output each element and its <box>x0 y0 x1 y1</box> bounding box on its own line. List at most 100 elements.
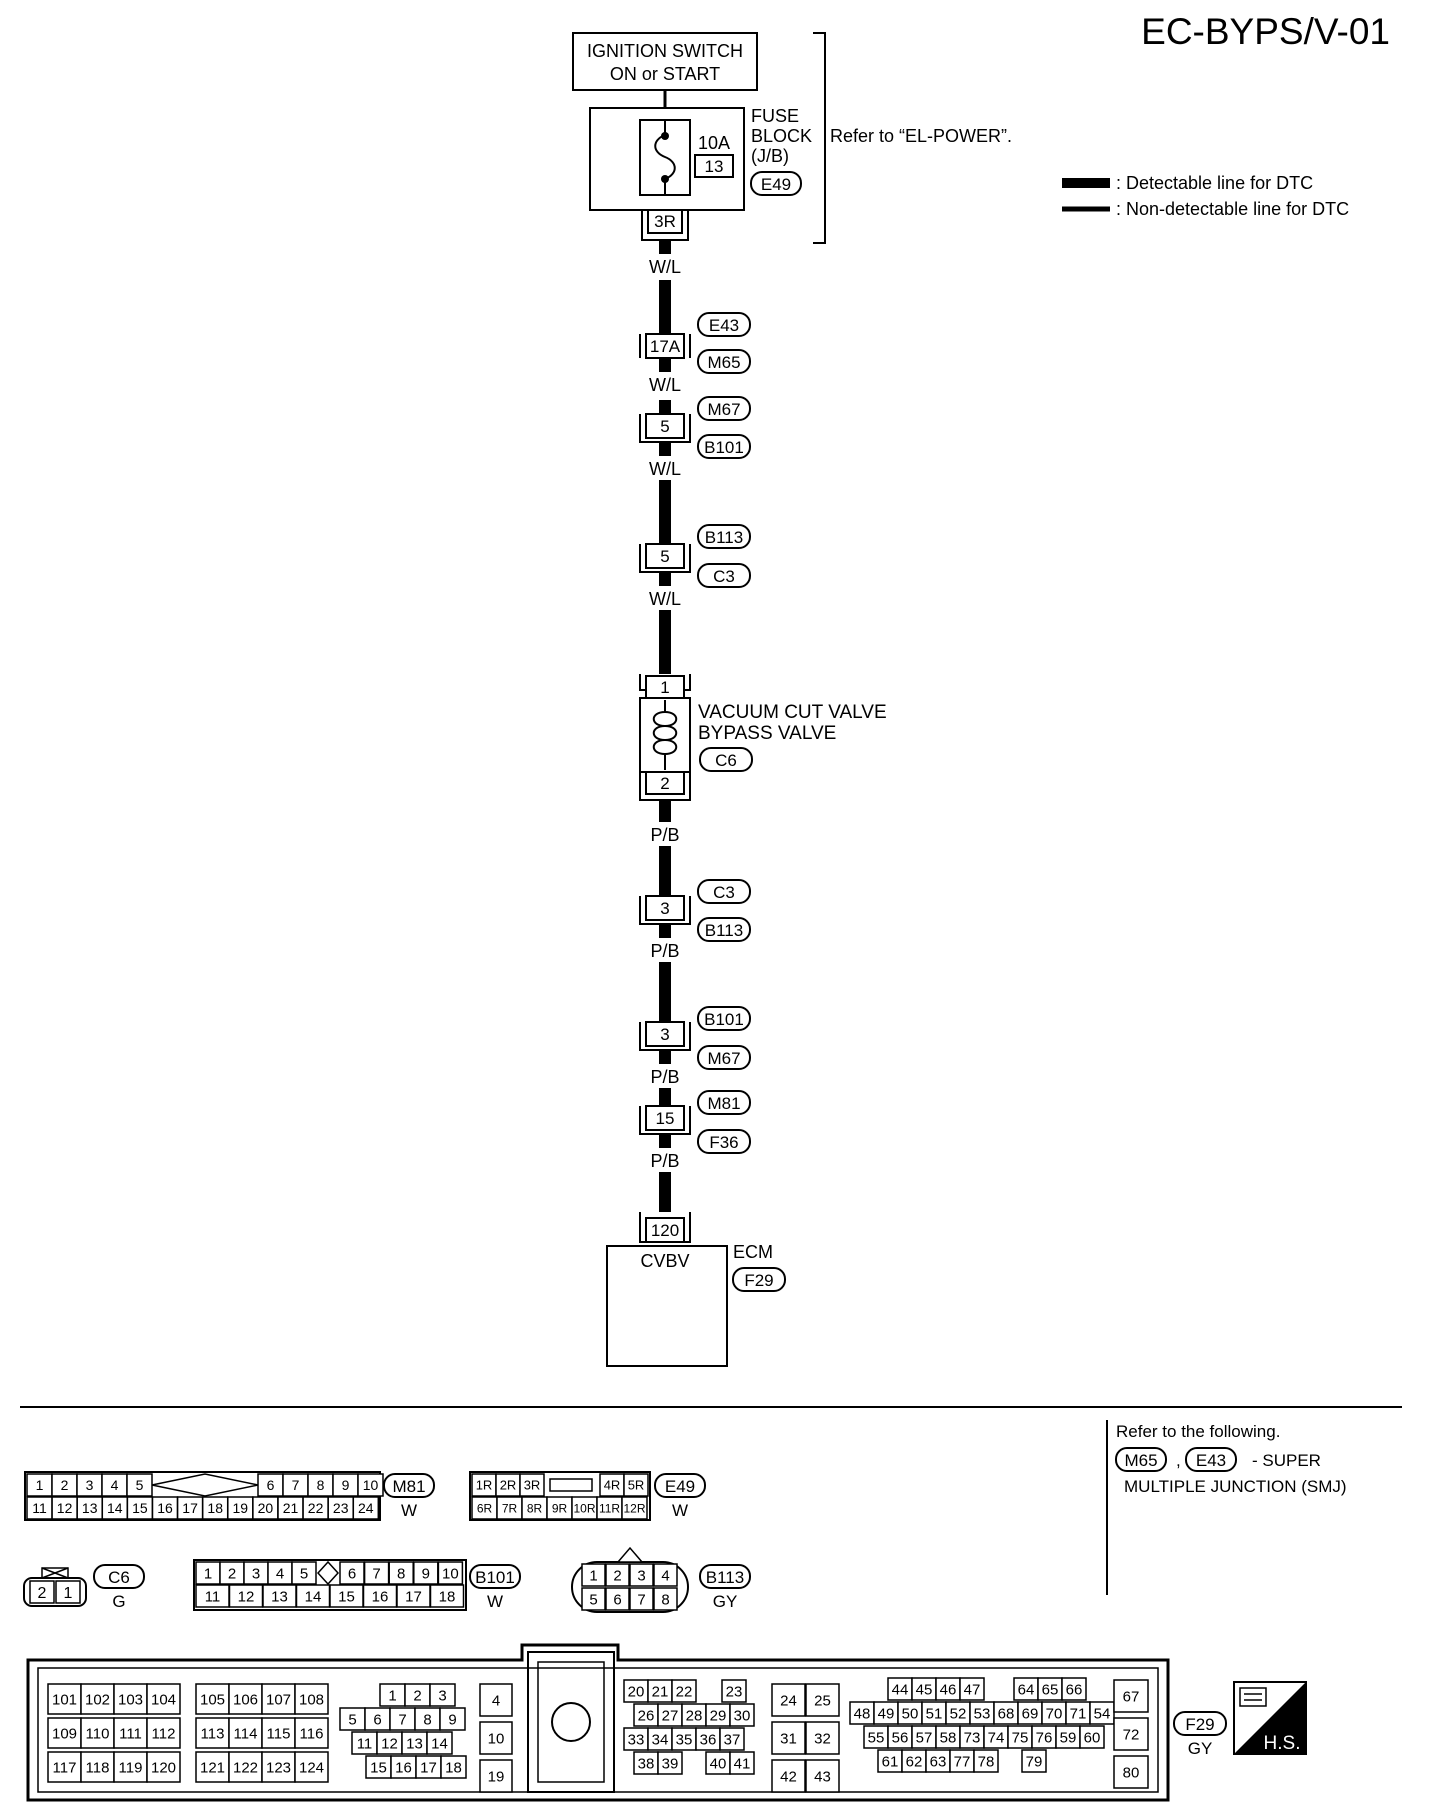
pin-number: 40 <box>710 1755 727 1772</box>
pin-number: 4 <box>661 1567 669 1584</box>
connector-id: E49 <box>665 1477 695 1496</box>
pin-number: 117 <box>53 1759 77 1776</box>
connector-pin <box>429 1683 456 1707</box>
pin-number: 7 <box>292 1477 300 1493</box>
pin-number: 64 <box>1018 1681 1035 1698</box>
pin-number: 72 <box>1123 1726 1140 1743</box>
connector-pin <box>657 1751 683 1775</box>
pin-number: 67 <box>1123 1688 1140 1705</box>
pin-number: 50 <box>902 1705 919 1722</box>
pin-number: 39 <box>662 1755 679 1772</box>
pin-number: 71 <box>1070 1705 1087 1722</box>
pin-number: 80 <box>1123 1764 1140 1781</box>
pin-number: 7R <box>502 1501 518 1515</box>
connector-id: F29 <box>1185 1715 1214 1734</box>
pin-number: 13 <box>271 1588 288 1605</box>
wire-label: P/B <box>650 825 679 845</box>
pin-number: 35 <box>676 1731 693 1748</box>
connector-pin <box>80 1751 115 1783</box>
wire-label: P/B <box>650 941 679 961</box>
refer-note-conn1: M65 <box>1124 1451 1157 1470</box>
connector-pin <box>55 1580 81 1604</box>
pin-number: 55 <box>868 1729 885 1746</box>
pin-number: 1 <box>204 1565 212 1582</box>
joint-connector-top: M81 <box>707 1094 740 1113</box>
pin-number: 108 <box>299 1691 324 1708</box>
pin-number: 34 <box>652 1731 669 1748</box>
connector-pin <box>721 1679 747 1703</box>
valve-pin-bottom: 2 <box>660 774 669 793</box>
connector-pin <box>959 1677 985 1701</box>
pin-number: 110 <box>86 1725 110 1742</box>
pin-number: 6R <box>477 1501 493 1515</box>
joint-connector-bottom: B113 <box>705 921 743 940</box>
pin-number: 19 <box>488 1768 505 1785</box>
pin-number: 11 <box>205 1588 221 1605</box>
pin-number: 48 <box>854 1705 871 1722</box>
hs-badge: H.S. <box>1233 1681 1307 1755</box>
pin-number: 1 <box>589 1567 597 1584</box>
valve-connector: C6 <box>715 751 737 770</box>
joint-connector-top: E43 <box>709 316 739 335</box>
pin-number: 65 <box>1042 1681 1059 1698</box>
joint-connector: 15 M81 F36 <box>639 1090 751 1154</box>
connector-pin <box>291 1561 317 1585</box>
pin-number: 22 <box>676 1683 693 1700</box>
connector-pin <box>605 1563 630 1587</box>
pin-number: 15 <box>132 1500 148 1516</box>
fuse-amp: 10A <box>698 133 730 153</box>
pin-number: 20 <box>258 1500 274 1516</box>
joint-connector-top: M67 <box>707 400 740 419</box>
joint-connector-top: C3 <box>713 883 735 902</box>
pin-number: 3R <box>524 1478 541 1493</box>
pin-number: 113 <box>201 1725 225 1742</box>
connector-id-badge <box>383 1473 435 1498</box>
pin-number: 28 <box>686 1707 703 1724</box>
key-icon <box>616 1546 644 1563</box>
pin-number: 61 <box>882 1753 899 1770</box>
pin-number: 1R <box>476 1478 493 1493</box>
fuse-block-bracket <box>813 32 826 244</box>
connector-pin <box>479 1683 513 1717</box>
pin-number: 5 <box>300 1565 308 1582</box>
connector-pin <box>729 1703 755 1727</box>
fuse-block-refer: Refer to “EL-POWER”. <box>830 126 1012 146</box>
pin-number: 49 <box>878 1705 895 1722</box>
pin-number: 9 <box>342 1477 350 1493</box>
pin-number: 9R <box>552 1501 568 1515</box>
pin-number: 13 <box>82 1500 98 1516</box>
pin-number: 21 <box>652 1683 669 1700</box>
pin-number: 36 <box>700 1731 717 1748</box>
pin-number: 5 <box>348 1711 356 1728</box>
wire-label: P/B <box>650 1151 679 1171</box>
pin-number: 111 <box>119 1725 142 1742</box>
refer-note-sep: , <box>1176 1451 1181 1470</box>
connector-pin <box>146 1717 181 1749</box>
pin-number: 10R <box>573 1501 595 1515</box>
pin-number: 51 <box>926 1705 943 1722</box>
pin-number: 120 <box>151 1759 176 1776</box>
pin-number: 21 <box>283 1500 299 1516</box>
pin-number: 58 <box>940 1729 957 1746</box>
pin-number: 17 <box>405 1588 422 1605</box>
pin-number: 13 <box>406 1735 423 1752</box>
pin-number: 12 <box>381 1735 398 1752</box>
connector-pin <box>621 1496 648 1520</box>
connector-pin <box>195 1683 230 1715</box>
connector-id-badge <box>654 1473 706 1498</box>
connector-pin <box>47 1683 82 1715</box>
connector-pin <box>479 1759 513 1793</box>
pin-number: 16 <box>372 1588 389 1605</box>
pin-number: 15 <box>370 1759 387 1776</box>
pin-number: 22 <box>308 1500 324 1516</box>
connector-pin <box>671 1679 697 1703</box>
connector-pin <box>479 1721 513 1755</box>
pin-number: 4R <box>604 1478 621 1493</box>
connector-pin <box>439 1707 466 1731</box>
pin-number: 118 <box>86 1759 110 1776</box>
joint-connector-top: B101 <box>704 1010 744 1029</box>
wire-labels: W/L W/L W/L W/L P/B P/B P/B P/B <box>649 257 681 1171</box>
